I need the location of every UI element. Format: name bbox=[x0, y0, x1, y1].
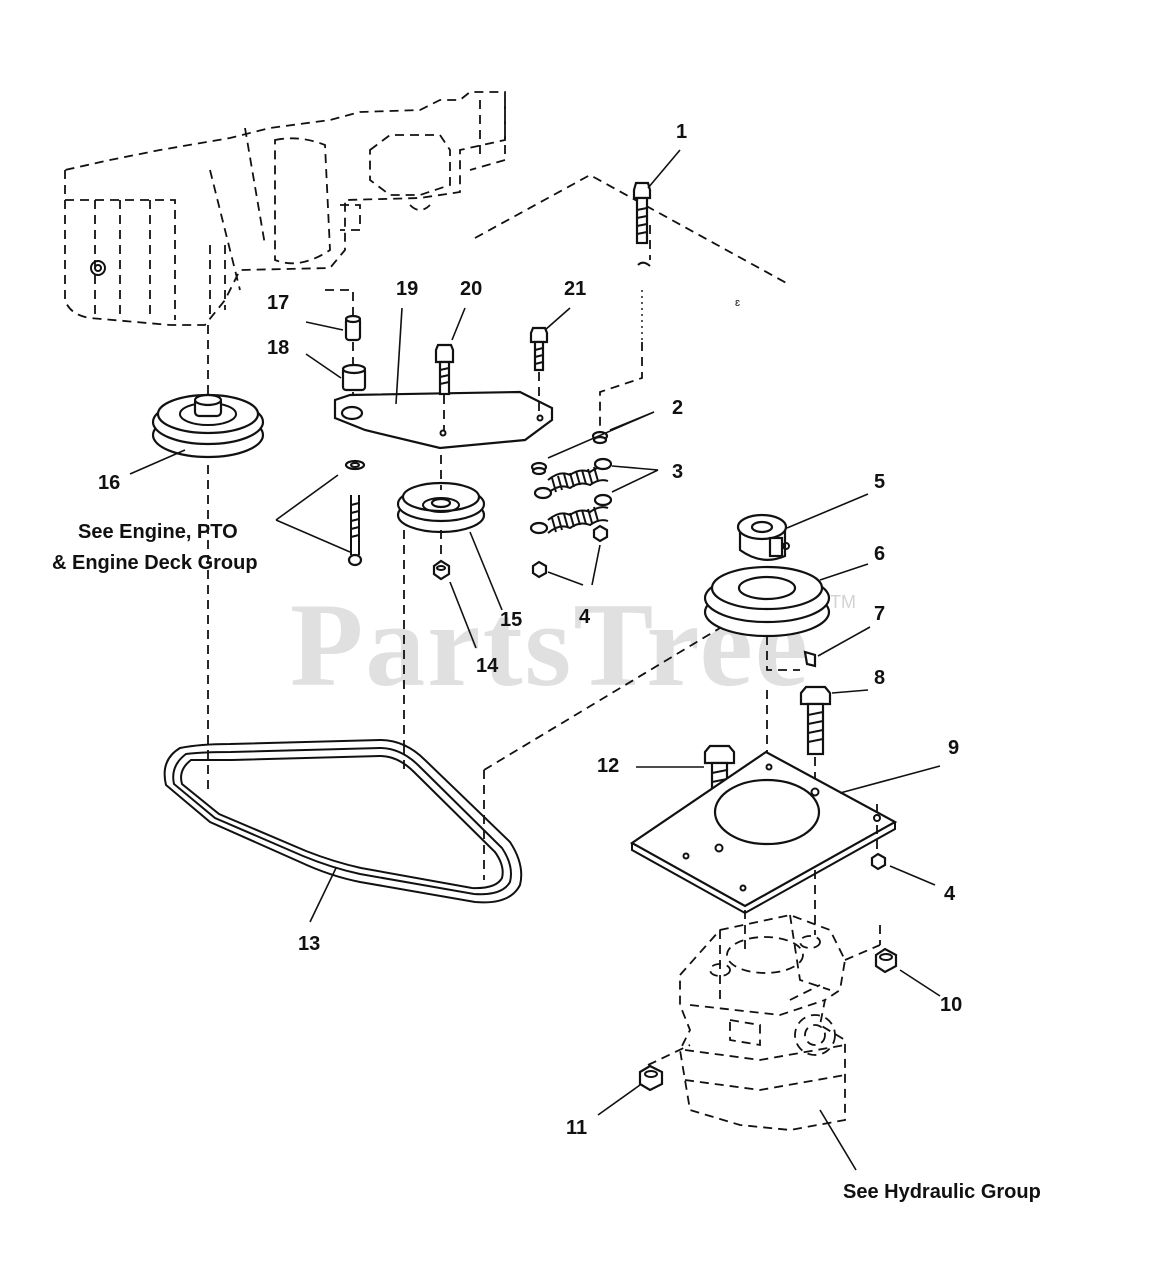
reference-notes: See Engine, PTO & Engine Deck Group See … bbox=[52, 521, 1041, 1203]
callout-6: 6 bbox=[874, 543, 885, 565]
pump-nut-left bbox=[638, 1064, 664, 1092]
callout-10: 10 bbox=[940, 994, 962, 1016]
washers bbox=[530, 430, 609, 476]
mounting-plate bbox=[629, 750, 898, 915]
plate-nut bbox=[870, 852, 887, 871]
extension-spring-lower bbox=[529, 493, 613, 535]
callout-3: 3 bbox=[672, 461, 683, 483]
long-bolt bbox=[632, 181, 652, 245]
callout-labels: 1 2 3 4 5 6 7 8 9 10 11 12 13 14 15 16 1… bbox=[98, 121, 962, 1139]
pump-pulley bbox=[703, 565, 831, 638]
idler-nut bbox=[432, 559, 451, 581]
frame-outline bbox=[474, 173, 791, 286]
engine-outline-icon bbox=[64, 91, 506, 326]
note-engine-line2: & Engine Deck Group bbox=[52, 552, 258, 574]
callout-16: 16 bbox=[98, 472, 120, 494]
callout-9: 9 bbox=[948, 737, 959, 759]
extension-spring-upper bbox=[533, 457, 613, 500]
watermark-tm: TM bbox=[830, 592, 856, 612]
shoulder-bolt bbox=[347, 495, 363, 567]
callout-8: 8 bbox=[874, 667, 885, 689]
callout-4a: 4 bbox=[579, 606, 591, 628]
callout-21: 21 bbox=[564, 278, 586, 300]
callout-12: 12 bbox=[597, 755, 619, 777]
spacer-small bbox=[344, 314, 362, 342]
callout-4b: 4 bbox=[944, 883, 956, 905]
mount-bolt-right bbox=[799, 685, 832, 756]
callout-13: 13 bbox=[298, 933, 320, 955]
lock-nuts bbox=[531, 524, 609, 579]
v-belt-icon bbox=[163, 738, 523, 904]
callout-19: 19 bbox=[396, 278, 418, 300]
note-hydraulic: See Hydraulic Group bbox=[843, 1181, 1041, 1203]
svg-text:ɛ: ɛ bbox=[735, 297, 740, 309]
washer bbox=[344, 459, 366, 471]
pump-nut-right bbox=[874, 947, 898, 974]
callout-2: 2 bbox=[672, 397, 683, 419]
note-engine-line1: See Engine, PTO bbox=[78, 521, 238, 543]
callout-18: 18 bbox=[267, 337, 289, 359]
callout-11: 11 bbox=[566, 1117, 587, 1139]
leader-lines bbox=[129, 149, 941, 1171]
callout-17: 17 bbox=[267, 292, 289, 314]
taper-hub bbox=[736, 513, 790, 561]
hydraulic-pump-outline-icon bbox=[679, 914, 881, 1131]
callout-14: 14 bbox=[476, 655, 499, 677]
arm-bolt bbox=[529, 326, 549, 372]
key bbox=[803, 650, 817, 668]
spacer-large bbox=[341, 363, 367, 392]
callout-5: 5 bbox=[874, 471, 885, 493]
engine-pulley bbox=[151, 393, 265, 459]
callout-7: 7 bbox=[874, 603, 885, 625]
callout-1: 1 bbox=[676, 121, 687, 143]
idler-arm bbox=[333, 390, 554, 450]
callout-15: 15 bbox=[500, 609, 522, 631]
idler-bolt bbox=[434, 343, 455, 396]
callout-20: 20 bbox=[460, 278, 482, 300]
idler-pulley bbox=[396, 481, 486, 534]
